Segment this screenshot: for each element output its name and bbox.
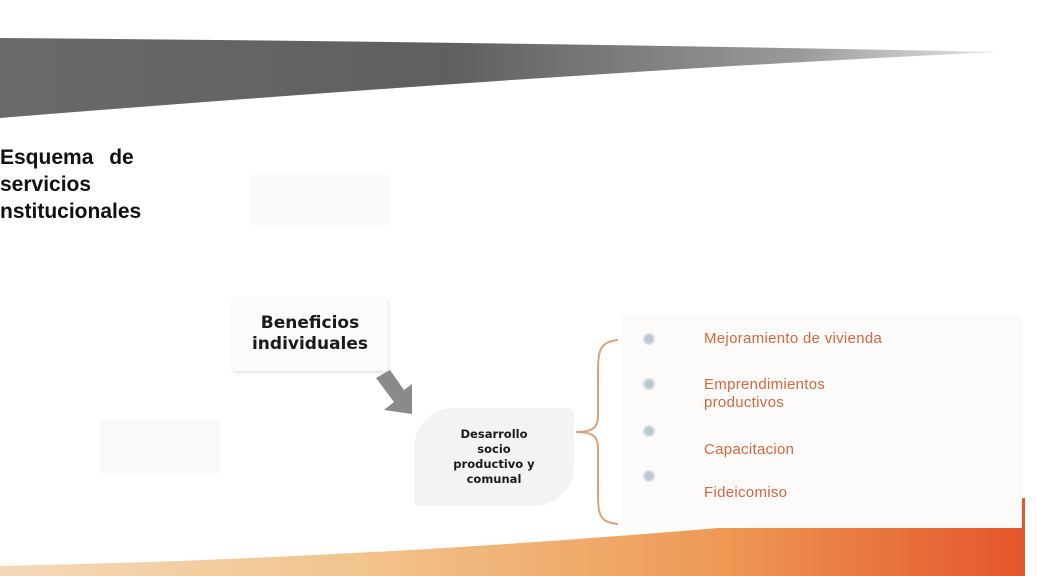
top-band-decoration — [0, 38, 1000, 118]
list-item-text: Capacitacion — [704, 441, 795, 458]
arrow-down-right-icon — [376, 370, 412, 414]
node-beneficios-line-1: Beneficios — [260, 313, 360, 333]
list-item-text: Emprendimientos — [704, 376, 826, 393]
list-item-text-line-2: productivos — [704, 394, 785, 411]
list-item-mejoramiento: Mejoramiento de vivienda — [704, 330, 882, 348]
bullet-icon — [642, 333, 656, 345]
node-desarrollo-line-1: Desarrollo — [460, 427, 528, 441]
list-item-capacitacion: Capacitacion — [704, 441, 794, 459]
bullet-icon — [642, 470, 656, 482]
bullet-icon — [642, 425, 656, 437]
bullet-icon — [642, 378, 656, 390]
list-item-fideicomiso: Fideicomiso — [704, 484, 787, 502]
title-line-2: servicios — [0, 173, 92, 196]
node-beneficios-individuales: Beneficios individuales — [232, 297, 388, 371]
faint-background-box — [100, 420, 220, 475]
curly-brace-icon — [575, 339, 619, 525]
node-desarrollo-line-2: socio — [477, 442, 511, 456]
node-desarrollo-line-4: comunal — [466, 472, 522, 486]
list-item-text: Mejoramiento de vivienda — [704, 330, 883, 347]
node-desarrollo-socio-productivo: Desarrollo socio productivo y comunal — [414, 408, 574, 506]
items-panel — [622, 314, 1022, 528]
bottom-band-decoration — [0, 498, 1025, 576]
diagram-title: Esquema de servicios nstitucionales — [0, 144, 210, 225]
title-line-1: Esquema de — [0, 146, 134, 169]
faint-background-box — [250, 175, 390, 225]
list-item-emprendimientos: Emprendimientos productivos — [704, 376, 825, 412]
node-desarrollo-line-3: productivo y — [453, 457, 535, 471]
list-item-text: Fideicomiso — [704, 484, 788, 501]
node-beneficios-line-2: individuales — [251, 334, 369, 354]
title-line-3: nstitucionales — [0, 200, 142, 223]
